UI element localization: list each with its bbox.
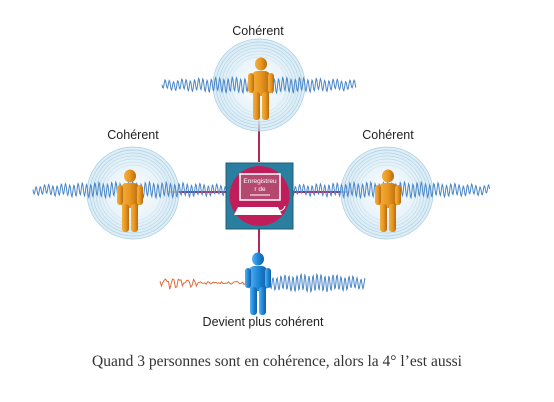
label-top: Cohérent: [232, 24, 284, 38]
device-keyboard: [234, 207, 282, 215]
wave-bottom-orange: [159, 278, 250, 290]
device-screen: [239, 173, 281, 201]
caption: Quand 3 personnes sont en cohérence, alo…: [92, 353, 462, 370]
device-text-line2: r de: [254, 186, 266, 193]
device-mouse-cable: [277, 205, 286, 212]
label-left: Cohérent: [107, 128, 159, 142]
label-bottom: Devient plus cohérent: [202, 315, 324, 329]
center-device-box: Enregistreu r de: [225, 162, 294, 230]
label-right: Cohérent: [362, 128, 414, 142]
person-bottom: [245, 252, 271, 315]
device-text-line1: Enregistreu: [243, 178, 277, 185]
wave-bottom-blue: [257, 272, 366, 294]
